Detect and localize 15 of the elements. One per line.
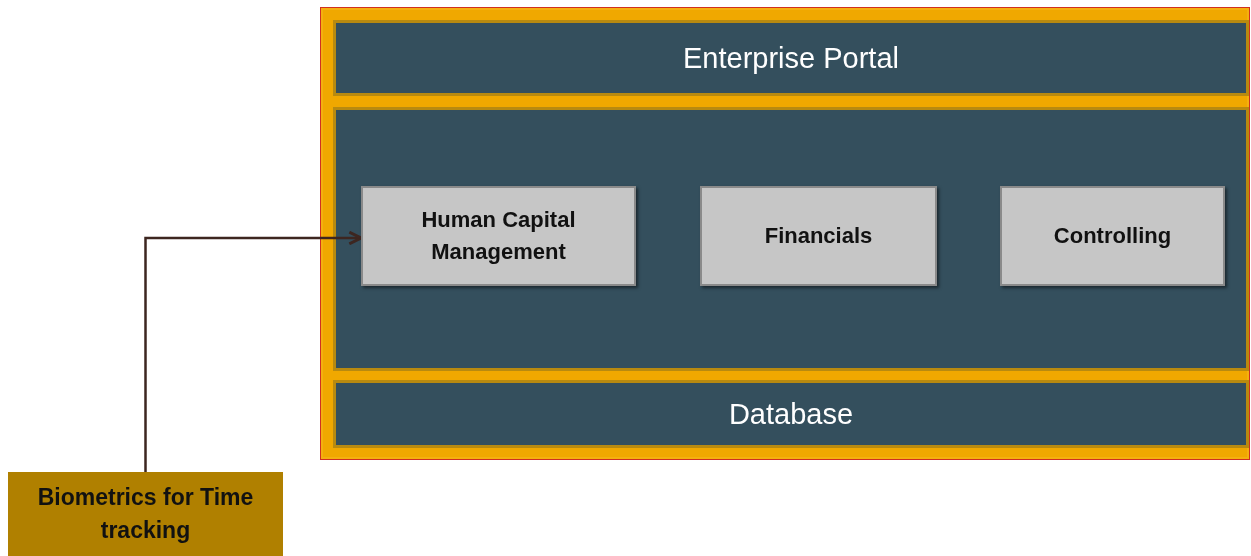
module-box [700, 186, 937, 286]
input-box [8, 472, 283, 556]
node-label: Controlling [1053, 222, 1172, 251]
system-frame [320, 7, 1250, 460]
module-box [1000, 186, 1225, 286]
module-box [361, 186, 636, 286]
node-label: Financials [764, 222, 873, 251]
portal-band [333, 20, 1249, 96]
arrow [144, 230, 363, 472]
node-label: Database [728, 396, 854, 432]
node-label: Human Capital Management [420, 206, 577, 266]
database-band [333, 380, 1249, 448]
modules-band [333, 107, 1249, 371]
node-label: Enterprise Portal [683, 40, 899, 76]
node-label: Biometrics for Time tracking [36, 482, 255, 545]
